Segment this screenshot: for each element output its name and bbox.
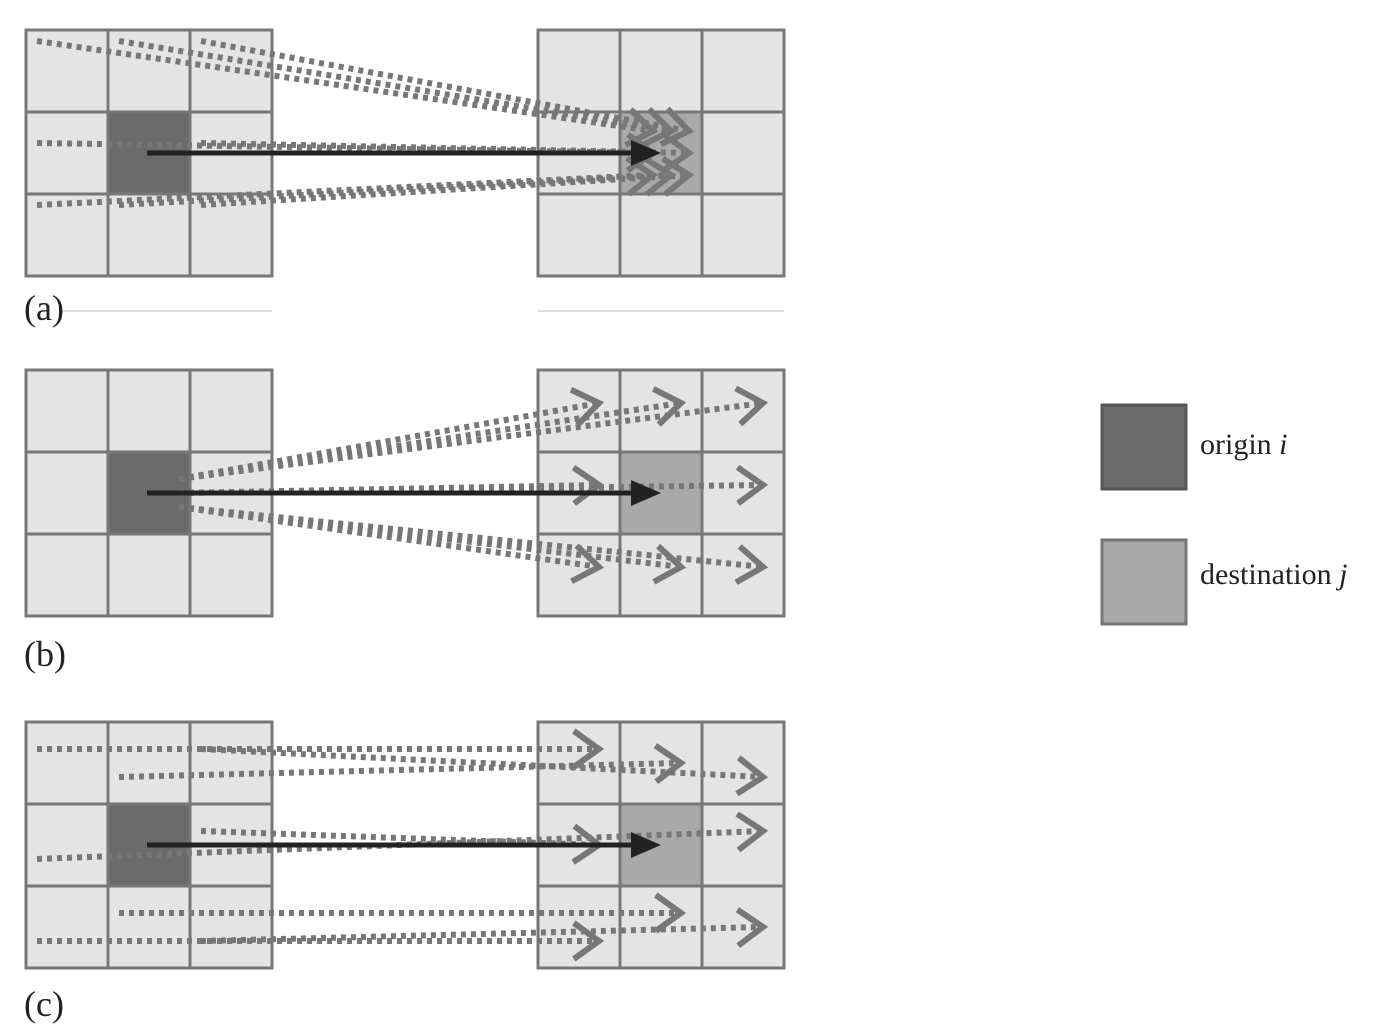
- panel-label-a: (a): [24, 288, 64, 328]
- panel-label-c: (c): [24, 984, 64, 1024]
- flow-line-0-7: [200, 172, 690, 208]
- flow-line-1-4-head: [735, 464, 769, 506]
- legend-origin-var: i: [1279, 428, 1288, 461]
- grid-cell-right-0-0-0: [536, 28, 622, 114]
- flow-line-1-4: [178, 482, 764, 496]
- grid-cell-left-2-2-1: [106, 884, 192, 970]
- grid-cell-left-2-0-0: [24, 720, 110, 806]
- flow-line-1-6-head: [652, 543, 687, 585]
- grid-cell-right-0-2-2: [700, 192, 786, 278]
- flow-line-1-2-head: [734, 385, 769, 427]
- flow-line-1-7-head: [734, 544, 769, 585]
- main-arrow-1-head: [631, 480, 661, 506]
- grid-cell-left-1-0-2: [188, 368, 274, 454]
- grid-cell-left-0-1-0: [24, 110, 110, 196]
- flow-line-2-7-head: [735, 907, 769, 949]
- grid-cell-left-2-0-2: [188, 720, 274, 806]
- grid-cell-left-2-2-2: [188, 884, 274, 970]
- flow-line-1-2: [178, 400, 764, 482]
- legend-origin-text: origin: [1200, 428, 1280, 461]
- grid-cell-right-1-0-0: [536, 368, 622, 454]
- main-arrow-2-head: [631, 832, 661, 858]
- flow-line-2-0-head: [572, 728, 605, 770]
- flow-line-0-0: [36, 38, 654, 134]
- panel-label-b: (b): [24, 634, 66, 674]
- flow-line-2-2-head: [735, 755, 769, 797]
- flow-line-0-7-head: [661, 156, 695, 197]
- flow-line-2-6-head: [654, 892, 687, 934]
- flow-line-1-7: [178, 504, 764, 570]
- flow-line-0-2: [200, 38, 690, 134]
- legend-origin-label: origin i: [1200, 430, 1288, 460]
- legend-destination-text: destination: [1200, 558, 1340, 591]
- flow-line-2-1: [118, 760, 682, 780]
- grid-cell-right-1-1-2: [700, 450, 786, 536]
- legend-layer: [1100, 403, 1188, 626]
- flow-line-0-1: [118, 38, 672, 134]
- grid-cell-right-1-0-2: [700, 368, 786, 454]
- grid-cell-right-1-0-1: [618, 368, 704, 454]
- grid-cell-right-0-2-1: [618, 192, 704, 278]
- flow-line-2-1-head: [653, 743, 687, 785]
- flow-line-2-2: [200, 746, 764, 780]
- grid-cell-right-0-0-1: [618, 28, 704, 114]
- flow-line-0-1-head: [641, 107, 677, 148]
- grid-cell-left-1-2-2: [188, 532, 274, 618]
- grid-cell-left-1-1-0: [24, 450, 110, 536]
- flow-line-1-5-head: [570, 543, 605, 584]
- grid-cell-right-0-0-2: [700, 28, 786, 114]
- legend-origin-swatch: [1100, 403, 1188, 491]
- grid-cell-left-1-2-0: [24, 532, 110, 618]
- grid-cell-left-2-0-1: [106, 720, 192, 806]
- main-arrows-layer: [147, 140, 661, 858]
- legend-destination-label: destination j: [1200, 560, 1348, 590]
- grid-cell-left-1-0-1: [106, 368, 192, 454]
- flow-line-2-3-head: [735, 811, 769, 853]
- flow-line-0-4: [200, 140, 690, 156]
- flow-line-0-6: [118, 172, 672, 208]
- grid-cell-left-2-2-0: [24, 884, 110, 970]
- grid-cell-right-0-2-0: [536, 192, 622, 278]
- main-arrow-0-head: [631, 140, 661, 166]
- legend-destination-swatch: [1100, 538, 1188, 626]
- dotted-flows-layer: [36, 38, 769, 962]
- grid-cell-left-1-2-1: [106, 532, 192, 618]
- grid-cell-left-2-1-0: [24, 802, 110, 888]
- grid-cell-right-0-1-2: [700, 110, 786, 196]
- grids-layer: [24, 28, 786, 970]
- grid-cell-left-1-0-0: [24, 368, 110, 454]
- legend-destination-var: j: [1339, 558, 1348, 591]
- flow-line-2-7: [200, 924, 764, 944]
